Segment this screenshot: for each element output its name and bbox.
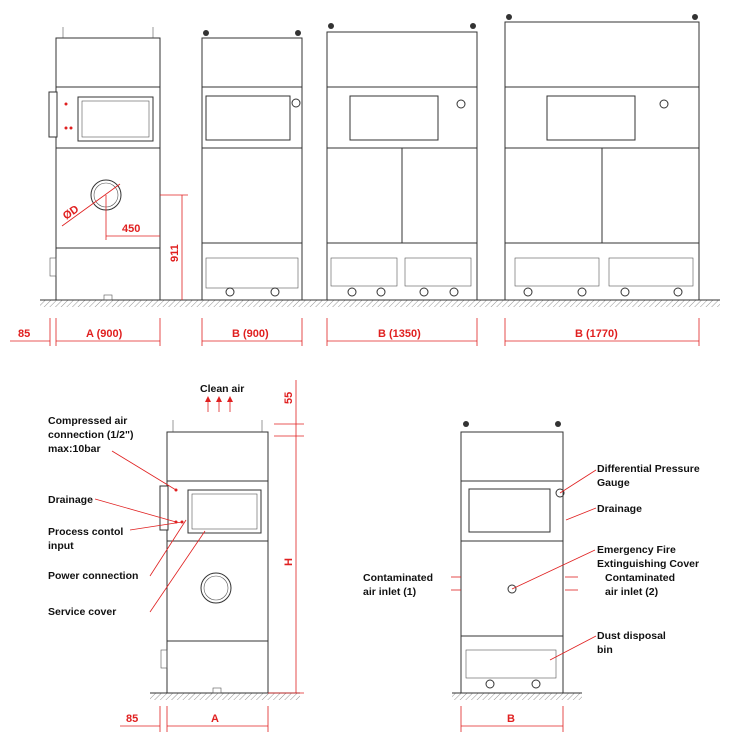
- label-process-1: Process contol: [48, 526, 123, 538]
- label-contaminated-left-1: Contaminated: [363, 572, 433, 584]
- dim-a900: A (900): [86, 328, 123, 340]
- dim-85-top: 85: [18, 328, 30, 340]
- dim-b: B: [507, 713, 515, 725]
- callout-labels-right: Contaminated air inlet (1) Differential …: [363, 463, 700, 656]
- unit-front-900: [201, 30, 303, 301]
- label-contaminated-left-2: air inlet (1): [363, 586, 416, 598]
- dim-450: 450: [122, 223, 140, 235]
- label-fire-1: Emergency Fire: [597, 544, 676, 556]
- label-drainage-right: Drainage: [597, 503, 642, 515]
- clean-air-label: Clean air: [200, 383, 244, 395]
- dim-85-bottom: 85: [126, 713, 138, 725]
- dim-b900: B (900): [232, 328, 269, 340]
- unit-side-view-detail: [159, 420, 269, 694]
- unit-front-view-detail: [460, 421, 565, 694]
- unit-front-1350: [326, 23, 478, 301]
- dimensions-top: [10, 183, 700, 346]
- dimensions-bottom: [94, 380, 597, 732]
- label-diff-2: Gauge: [597, 477, 630, 489]
- label-diff-1: Differential Pressure: [597, 463, 700, 475]
- ground-hatch-top: [40, 299, 720, 307]
- ground-hatch-bottom: [150, 692, 582, 700]
- label-service: Service cover: [48, 606, 116, 618]
- label-compressed-air-2: connection (1/2"): [48, 429, 134, 441]
- label-compressed-air-1: Compressed air: [48, 415, 127, 427]
- label-power: Power connection: [48, 570, 138, 582]
- label-dust-1: Dust disposal: [597, 630, 666, 642]
- dim-b1350: B (1350): [378, 328, 421, 340]
- label-contaminated-right-1: Contaminated: [605, 572, 675, 584]
- label-process-2: input: [48, 540, 74, 552]
- dim-b1770: B (1770): [575, 328, 618, 340]
- label-dust-2: bin: [597, 644, 613, 656]
- callout-labels-left: Compressed air connection (1/2") max:10b…: [48, 415, 138, 618]
- unit-front-1770: [504, 14, 700, 301]
- label-drainage-left: Drainage: [48, 494, 93, 506]
- label-compressed-air-3: max:10bar: [48, 443, 101, 455]
- dim-a: A: [211, 713, 219, 725]
- label-fire-2: Extinguishing Cover: [597, 558, 699, 570]
- dim-911: 911: [169, 244, 181, 262]
- dim-h: H: [283, 558, 295, 566]
- dim-55: 55: [283, 392, 295, 404]
- label-contaminated-right-2: air inlet (2): [605, 586, 658, 598]
- unit-side-view: [48, 27, 161, 301]
